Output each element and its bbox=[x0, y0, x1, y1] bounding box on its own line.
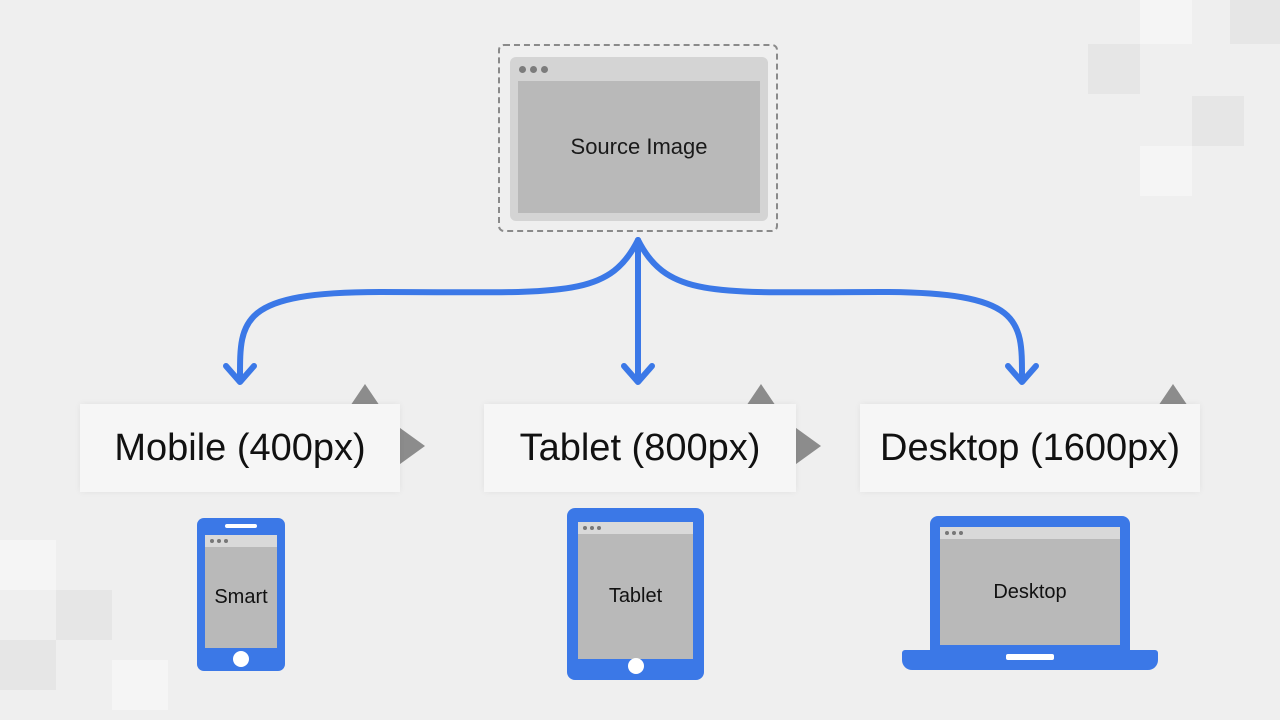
desktop-size-label: Desktop (1600px) bbox=[880, 426, 1180, 469]
window-dot bbox=[519, 66, 526, 73]
smartphone-icon: Smart bbox=[197, 518, 285, 671]
source-image-frame: Source Image bbox=[498, 44, 778, 232]
tablet-size-card: Tablet (800px) bbox=[484, 404, 796, 492]
phone-screen: Smart bbox=[205, 535, 277, 648]
connector-line-desktop bbox=[635, 237, 1025, 379]
arrow-down-icon bbox=[1005, 363, 1039, 385]
desktop-size-card: Desktop (1600px) bbox=[860, 404, 1200, 492]
background-tile bbox=[1230, 0, 1280, 44]
arrow-down-icon bbox=[621, 363, 655, 385]
background-tile bbox=[1140, 146, 1192, 196]
screen-title-bar bbox=[940, 527, 1120, 539]
source-image-label: Source Image bbox=[570, 134, 708, 159]
tablet-screen-label: Tablet bbox=[608, 585, 663, 607]
mobile-size-label: Mobile (400px) bbox=[114, 426, 366, 469]
laptop-notch bbox=[1006, 654, 1054, 660]
screen-title-bar bbox=[578, 522, 693, 534]
screen-title-bar bbox=[205, 535, 277, 547]
tablet-screen: Tablet bbox=[578, 522, 693, 659]
tablet-icon: Tablet bbox=[567, 508, 704, 680]
laptop-screen-label: Desktop bbox=[993, 580, 1067, 603]
tablet-home-button bbox=[628, 658, 644, 674]
background-tile bbox=[1088, 44, 1140, 94]
background-tile bbox=[0, 540, 56, 590]
window-dots bbox=[519, 66, 548, 73]
source-image-pane: Source Image bbox=[518, 81, 760, 213]
source-image-window: Source Image bbox=[510, 57, 768, 221]
background-tile bbox=[112, 660, 168, 710]
background-tile bbox=[56, 590, 112, 640]
arrow-down-icon bbox=[223, 363, 257, 385]
tablet-size-label: Tablet (800px) bbox=[519, 426, 761, 469]
background-tile bbox=[0, 640, 56, 690]
connector-line-mobile bbox=[237, 237, 641, 379]
window-dot bbox=[541, 66, 548, 73]
phone-screen-label: Smart bbox=[214, 586, 268, 608]
laptop-screen: Desktop bbox=[940, 527, 1120, 645]
laptop-icon: Desktop bbox=[930, 516, 1130, 651]
phone-home-button bbox=[233, 651, 249, 667]
laptop-base bbox=[902, 650, 1158, 670]
phone-speaker bbox=[225, 524, 257, 528]
window-dot bbox=[530, 66, 537, 73]
background-tile bbox=[1140, 0, 1192, 44]
mobile-size-card: Mobile (400px) bbox=[80, 404, 400, 492]
background-tile bbox=[1192, 96, 1244, 146]
